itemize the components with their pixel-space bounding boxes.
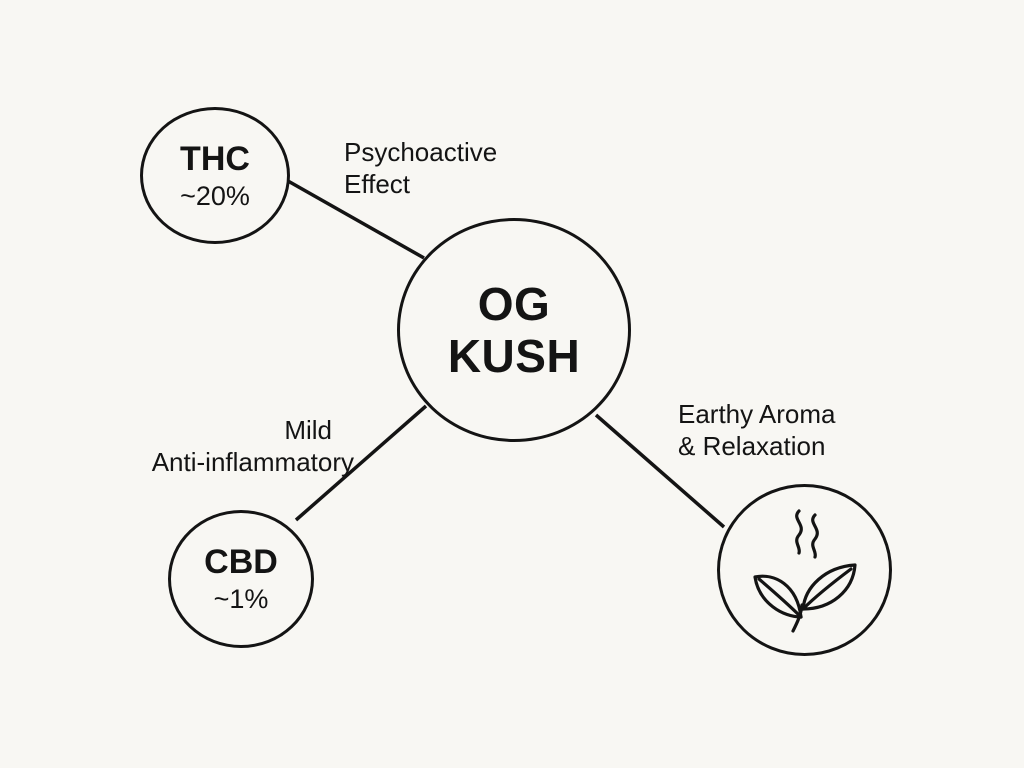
connector-cbd	[294, 404, 428, 522]
thc-effect-line2: Effect	[344, 169, 411, 199]
cbd-value: ~1%	[213, 584, 269, 614]
thc-name: THC	[180, 139, 250, 178]
connector-thc	[287, 179, 425, 260]
leaf-with-steam-icon	[752, 509, 857, 633]
thc-node: THC ~20%	[140, 107, 290, 244]
aroma-effect-label: Earthy Aroma & Relaxation	[678, 398, 836, 462]
aroma-effect-line1: Earthy Aroma	[678, 399, 836, 429]
thc-effect-label: Psychoactive Effect	[344, 136, 497, 200]
center-title-line1: OG	[477, 278, 551, 330]
thc-value: ~20%	[180, 180, 250, 211]
cbd-name: CBD	[204, 543, 278, 581]
aroma-effect-line2: & Relaxation	[678, 431, 826, 461]
cbd-node: CBD ~1%	[168, 510, 314, 648]
cbd-effect-line2: Anti-inflammatory	[151, 447, 354, 477]
aroma-node	[717, 484, 892, 656]
cbd-effect-line1: Mild	[284, 415, 332, 445]
cbd-effect-label: Mild Anti-inflammatory	[100, 414, 354, 478]
center-node-og-kush: OG KUSH	[397, 218, 631, 442]
thc-effect-line1: Psychoactive	[344, 137, 498, 167]
center-title-line2: KUSH	[447, 330, 581, 382]
connector-aroma	[594, 413, 726, 529]
